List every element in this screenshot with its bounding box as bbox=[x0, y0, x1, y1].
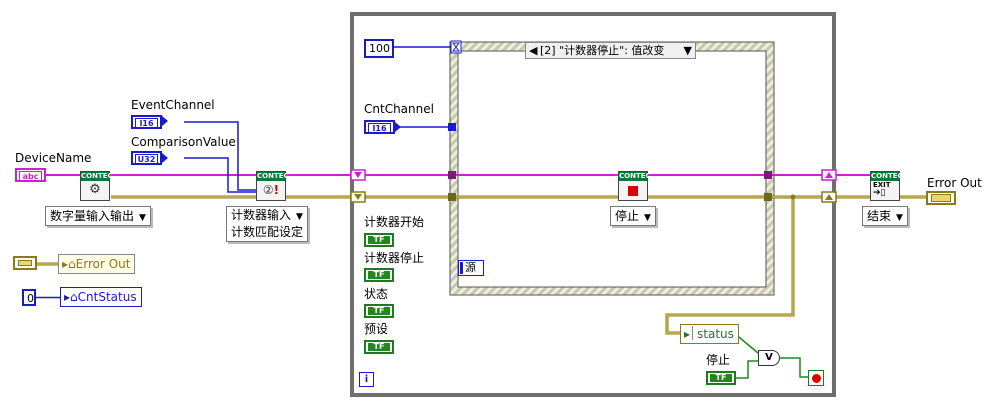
stop-square-icon bbox=[628, 186, 638, 196]
counter-start-label: 计数器开始 bbox=[364, 215, 425, 229]
cnt-status-local-variable[interactable]: ▸⌂CntStatus bbox=[60, 287, 142, 307]
state-button[interactable]: TF bbox=[364, 304, 394, 318]
local-variable-arrow-icon: ▸ bbox=[64, 290, 71, 304]
stop-local-boolean[interactable]: TF bbox=[706, 371, 736, 385]
stop-ring[interactable]: 停止▼ bbox=[610, 206, 656, 226]
state-label: 状态 bbox=[364, 287, 389, 301]
digital-io-ring[interactable]: 数字量输入输出▼ bbox=[45, 206, 151, 226]
event-channel-wire bbox=[184, 121, 256, 191]
comparison-value-wire bbox=[184, 157, 256, 193]
or-gate: V bbox=[758, 350, 780, 366]
event-structure-inner bbox=[457, 50, 767, 288]
event-channel-control[interactable]: I16 bbox=[131, 115, 162, 129]
counter-icon: ②! bbox=[262, 183, 280, 197]
house-icon: ⌂ bbox=[70, 290, 78, 304]
stop-local-label: 停止 bbox=[706, 353, 731, 367]
case-selector-label: [2] "计数器停止": 值改变 bbox=[540, 44, 665, 57]
dropdown-arrow-icon: ▼ bbox=[644, 213, 651, 223]
event-source-node: 源 bbox=[458, 260, 484, 276]
or-output-wire bbox=[780, 357, 808, 378]
event-case-selector[interactable]: ◀ [2] "计数器停止": 值改变 ▼ bbox=[525, 42, 696, 59]
timeout-constant[interactable]: 100 bbox=[364, 39, 394, 58]
cnt-channel-label: CntChannel bbox=[364, 102, 434, 116]
dropdown-arrow-icon: ▼ bbox=[139, 213, 146, 223]
digital-io-icon: ⚙ bbox=[89, 182, 101, 197]
case-next-icon[interactable]: ▼ bbox=[683, 44, 692, 57]
counter-input-vi[interactable]: CONTEC ②! bbox=[256, 171, 289, 201]
error-cluster-wire bbox=[111, 195, 926, 335]
counter-input-ring[interactable]: 计数器输入▼ 计数匹配设定 bbox=[226, 206, 309, 242]
while-loop-frame bbox=[350, 12, 836, 397]
event-channel-arrow-icon bbox=[162, 116, 168, 126]
counter-stop-label: 计数器停止 bbox=[364, 251, 425, 265]
device-name-label: DeviceName bbox=[15, 151, 92, 165]
zero-constant[interactable]: 0 bbox=[22, 289, 36, 306]
exit-vi[interactable]: CONTEC EXIT➔▯ bbox=[870, 171, 903, 201]
error-cluster-icon bbox=[931, 194, 951, 202]
error-out-label: Error Out bbox=[927, 176, 982, 190]
house-icon: ⌂ bbox=[68, 257, 76, 271]
counter-stop-button[interactable]: TF bbox=[364, 268, 394, 282]
dropdown-arrow-icon: ▼ bbox=[896, 213, 903, 223]
cnt-channel-control[interactable]: I16 bbox=[364, 120, 395, 134]
digital-io-vi[interactable]: CONTEC ⚙ bbox=[80, 171, 113, 201]
comparison-value-control[interactable]: U32 bbox=[131, 151, 162, 165]
exit-door-icon: EXIT➔▯ bbox=[873, 181, 891, 198]
cnt-channel-arrow-icon bbox=[395, 122, 401, 132]
end-ring[interactable]: 结束▼ bbox=[862, 206, 908, 226]
counter-stop-vi[interactable]: CONTEC bbox=[618, 171, 651, 201]
event-channel-label: EventChannel bbox=[131, 98, 215, 112]
local-variable-arrow-icon: ▸ bbox=[684, 327, 691, 341]
stop-circle-icon bbox=[811, 373, 821, 383]
error-cluster-constant[interactable] bbox=[13, 256, 37, 270]
preset-button[interactable]: TF bbox=[364, 340, 394, 354]
dropdown-arrow-icon: ▼ bbox=[296, 212, 303, 222]
local-variable-arrow-icon: ▸ bbox=[62, 257, 69, 271]
status-local-variable[interactable]: ▸status bbox=[680, 324, 739, 344]
device-name-control[interactable]: abc bbox=[15, 168, 46, 182]
stop-bool-wire bbox=[736, 360, 758, 379]
loop-condition-terminal bbox=[808, 370, 824, 386]
error-out-terminal[interactable] bbox=[926, 191, 956, 205]
preset-label: 预设 bbox=[364, 322, 389, 336]
counter-start-button[interactable]: TF bbox=[364, 233, 394, 247]
comparison-value-arrow-icon bbox=[162, 153, 168, 163]
case-prev-icon[interactable]: ◀ bbox=[529, 44, 538, 57]
iteration-terminal: i bbox=[359, 372, 374, 387]
error-out-local-variable[interactable]: ▸⌂Error Out bbox=[58, 254, 136, 274]
comparison-value-label: ComparisonValue bbox=[131, 135, 236, 149]
